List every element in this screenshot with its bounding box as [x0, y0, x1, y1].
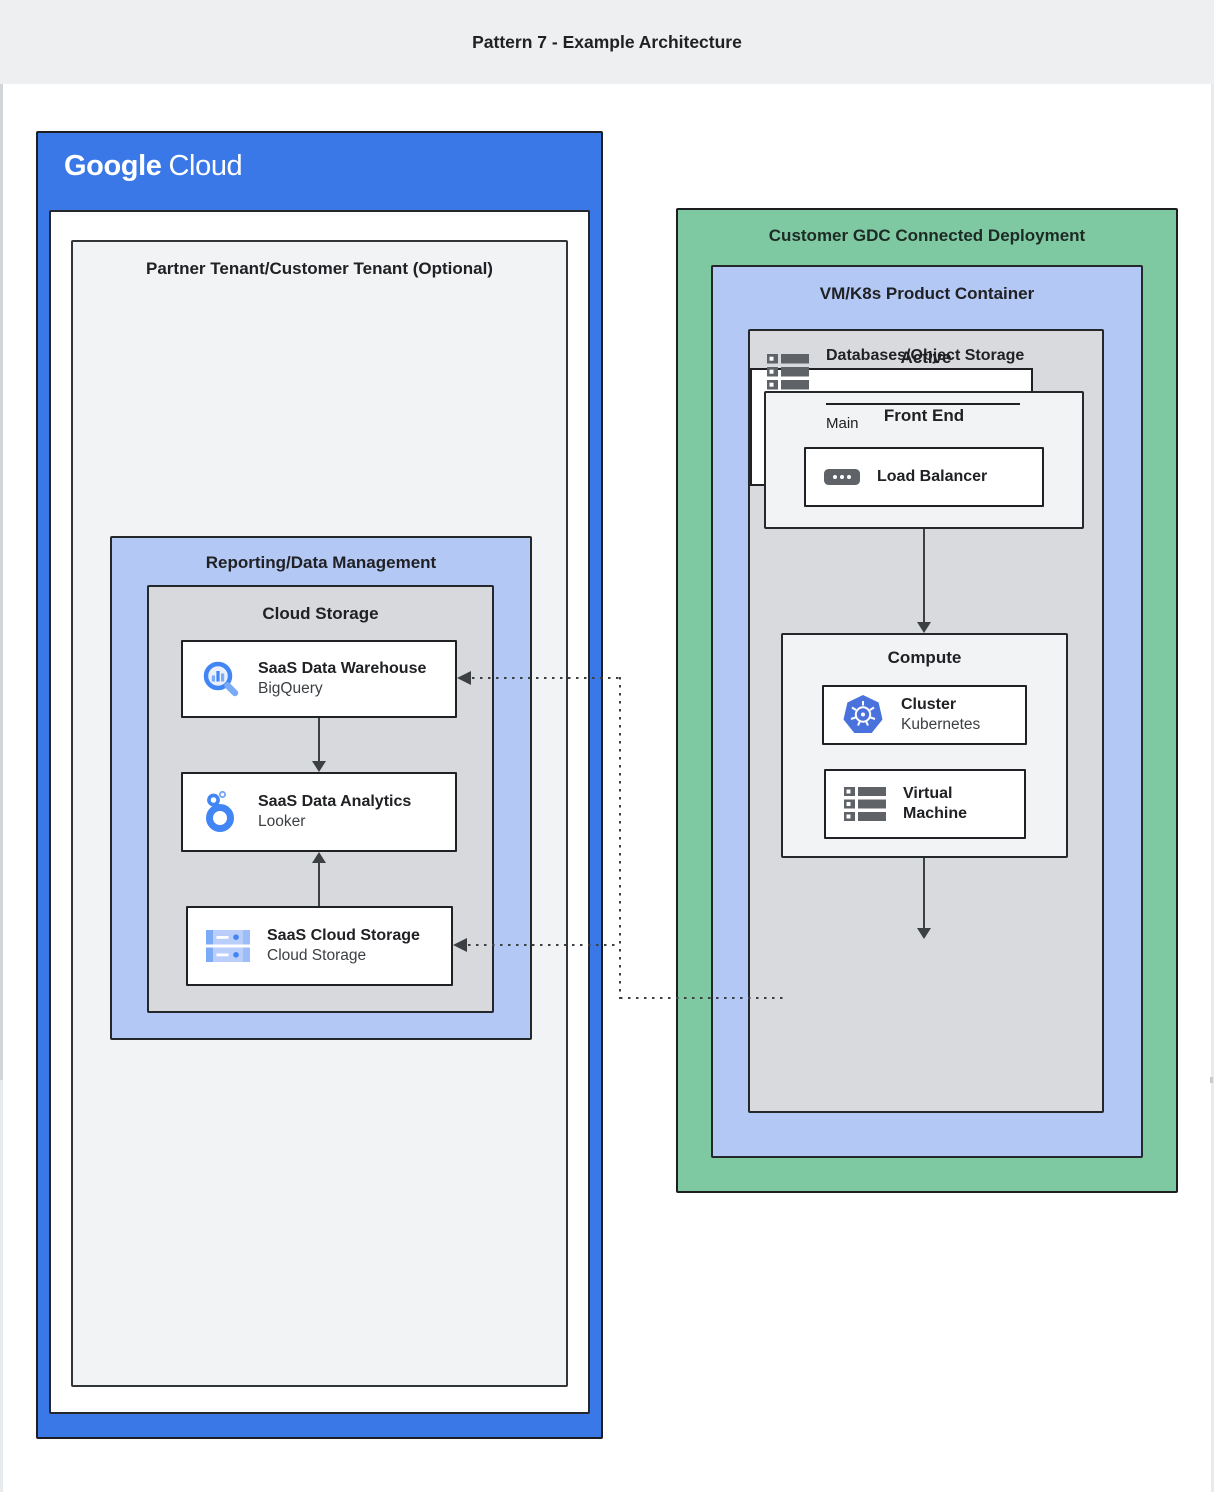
cloud-wordmark: Cloud [168, 150, 243, 182]
compute-box: Compute [781, 633, 1068, 858]
front-end-title: Front End [883, 406, 965, 425]
card-footer: Main [826, 415, 859, 432]
virtual-machine-icon [844, 787, 886, 821]
page-edge-line-right [1211, 84, 1214, 1492]
card-title: Databases/Object Storage [826, 347, 1025, 364]
arrowhead-down-icon [917, 928, 931, 939]
page-edge-line-left [0, 84, 3, 1080]
dotted-arrowhead-left-icon [457, 671, 471, 685]
partner-tenant-title: Partner Tenant/Customer Tenant (Optional… [146, 259, 493, 278]
cloud-storage-group-title: Cloud Storage [262, 604, 379, 623]
kubernetes-icon [843, 695, 883, 733]
looker-icon [206, 790, 234, 832]
card-subtitle: Looker [258, 813, 306, 831]
active-title: Active [900, 348, 952, 367]
vm-k8s-title: VM/K8s Product Container [819, 284, 1035, 303]
saas-data-warehouse-card: SaaS Data Warehouse BigQuery [181, 640, 457, 718]
vm-k8s-product-container: VM/K8s Product Container Active Front En… [711, 265, 1143, 1158]
card-title: Virtual Machine [903, 784, 968, 822]
dotted-link-from-databases [620, 997, 783, 999]
diagram-header: Pattern 7 - Example Architecture [0, 0, 1214, 84]
dotted-arrowhead-left-icon [453, 938, 467, 952]
card-title: Load Balancer [877, 467, 988, 485]
load-balancer-card: Load Balancer [804, 447, 1044, 507]
page-edge-notch-right [1210, 1077, 1213, 1083]
front-end-box: Front End Load Balancer [764, 391, 1084, 529]
card-title: SaaS Data Analytics [258, 792, 412, 810]
compute-title: Compute [887, 648, 962, 667]
arrow-frontend-to-compute [923, 529, 925, 622]
reporting-data-management-box: Reporting/Data Management Cloud Storage [110, 536, 532, 1040]
customer-gdc-deployment-container: Customer GDC Connected Deployment VM/K8s… [676, 208, 1178, 1193]
dotted-link-to-warehouse [472, 677, 621, 679]
page-title: Pattern 7 - Example Architecture [472, 31, 742, 52]
bigquery-icon [203, 661, 239, 697]
arrow-compute-to-databases [923, 858, 925, 928]
card-subtitle: BigQuery [258, 680, 323, 698]
load-balancer-icon [824, 469, 860, 485]
dotted-link-vertical [619, 677, 621, 999]
gdc-title: Customer GDC Connected Deployment [768, 226, 1086, 245]
reporting-title: Reporting/Data Management [205, 553, 437, 572]
arrowhead-up-icon [312, 852, 326, 863]
arrow-storage-to-analytics [318, 863, 320, 906]
dotted-link-to-cloud-storage [468, 944, 620, 946]
google-wordmark: Google [64, 150, 162, 182]
google-cloud-inner-panel: Partner Tenant/Customer Tenant (Optional… [49, 210, 590, 1414]
arrowhead-down-icon [917, 622, 931, 633]
cloud-storage-icon [206, 930, 250, 962]
saas-data-analytics-card: SaaS Data Analytics Looker [181, 772, 457, 852]
card-divider [826, 403, 1020, 405]
card-subtitle: Cloud Storage [267, 947, 367, 965]
arrowhead-down-icon [312, 761, 326, 772]
saas-cloud-storage-card: SaaS Cloud Storage Cloud Storage [186, 906, 453, 986]
cluster-card: Cluster Kubernetes [822, 685, 1027, 745]
card-subtitle: Kubernetes [901, 716, 981, 734]
active-box: Active Front End Load Balancer [748, 329, 1104, 1113]
card-title: SaaS Data Warehouse [258, 659, 427, 677]
databases-icon [767, 354, 809, 390]
page-edge-line-left-lower [0, 1080, 3, 1492]
virtual-machine-card: Virtual Machine [824, 769, 1026, 839]
card-title: Cluster [901, 695, 957, 713]
arrow-warehouse-to-analytics [318, 718, 320, 762]
partner-tenant-box: Partner Tenant/Customer Tenant (Optional… [71, 240, 568, 1387]
card-title: SaaS Cloud Storage [267, 926, 420, 944]
cloud-storage-group-box: Cloud Storage SaaS Data War [147, 585, 494, 1013]
